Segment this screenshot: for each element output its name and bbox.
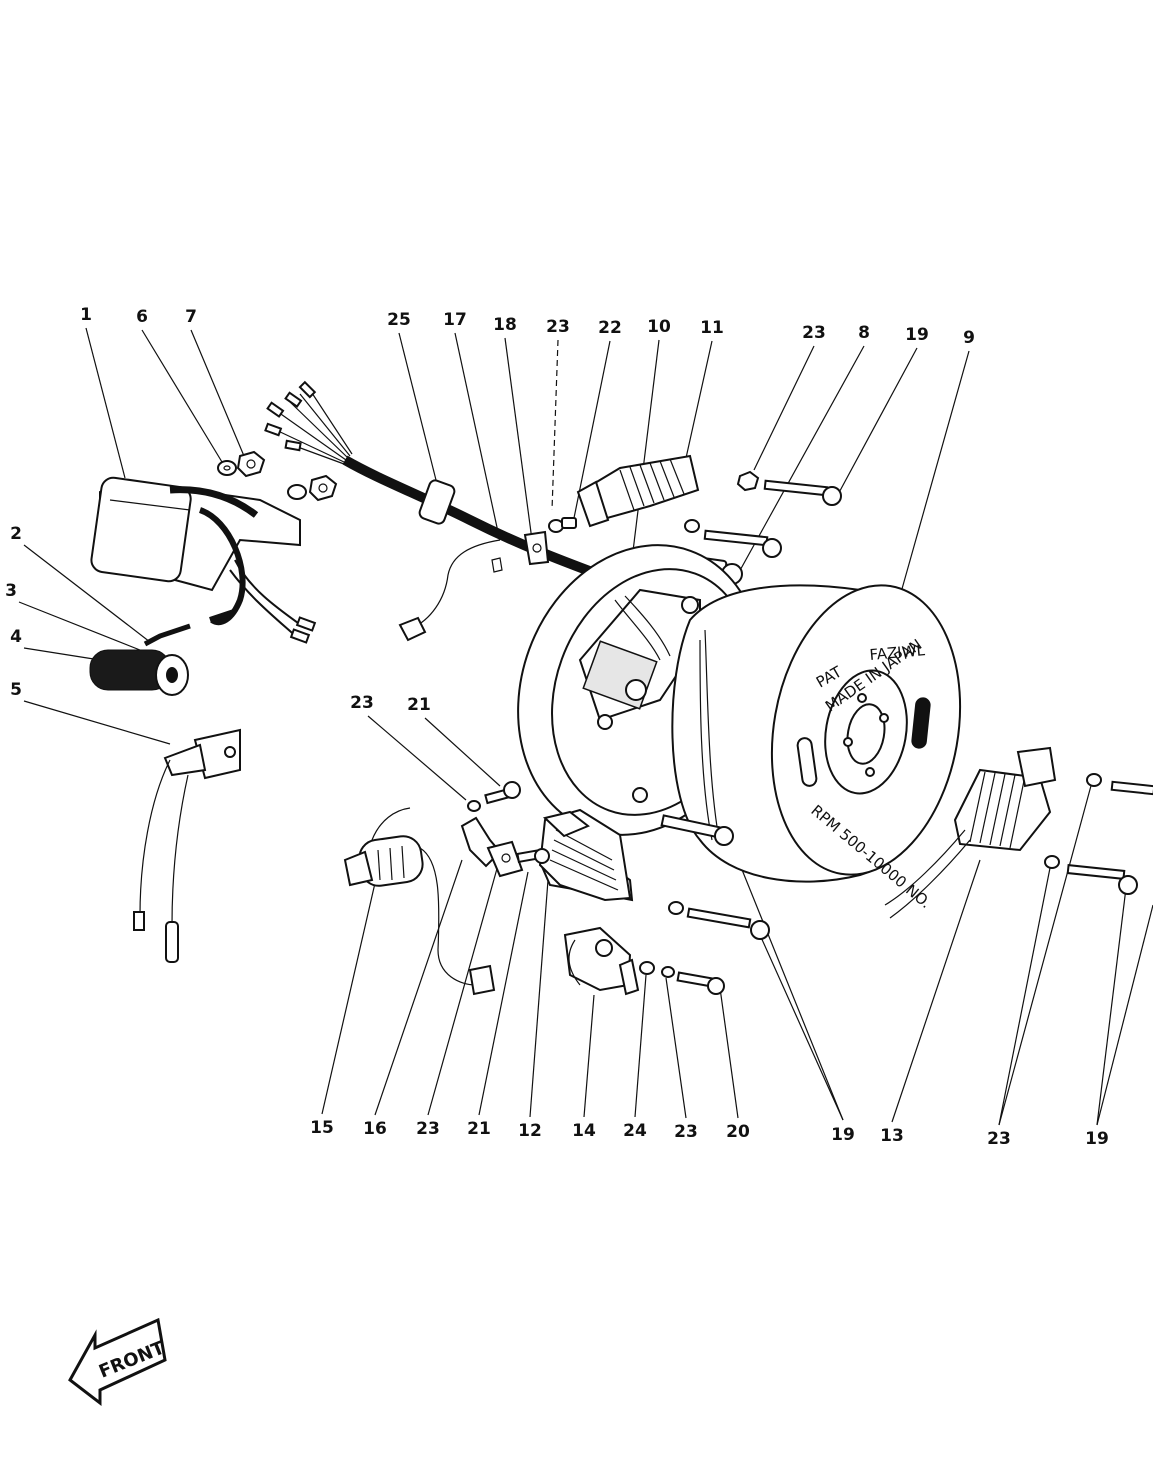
callout-7: 7 [185, 307, 197, 327]
front-arrow: FRONT [68, 1317, 168, 1407]
coil-12 [538, 808, 634, 902]
callout-9: 9 [963, 328, 975, 348]
fasteners-right [1044, 773, 1153, 895]
callout-23d: 23 [416, 1119, 440, 1139]
callout-5: 5 [10, 680, 22, 700]
fasteners-stator-bottom [660, 814, 770, 940]
callout-24: 24 [623, 1121, 647, 1141]
wire-harness [264, 380, 602, 642]
callout-23f: 23 [987, 1129, 1011, 1149]
nut-7 [236, 450, 266, 478]
washer-nut-pair [287, 474, 338, 502]
callout-11: 11 [700, 318, 724, 338]
fasteners-points [639, 961, 725, 995]
flywheel-9: PAT FAZIWL MADE IN JAPAN RPM 500-10000 N… [671, 584, 962, 912]
callout-23c: 23 [350, 693, 374, 713]
callout-6: 6 [136, 307, 148, 327]
coil-11 [576, 454, 700, 528]
ignition-coil [90, 476, 317, 644]
callout-19c: 19 [1085, 1129, 1109, 1149]
callout-16: 16 [363, 1119, 387, 1139]
callouts-mid: 23 21 [350, 693, 431, 715]
callouts-bottom: 15 16 23 21 12 14 24 23 20 19 13 23 19 [310, 1118, 1109, 1149]
callout-22: 22 [598, 318, 622, 338]
screw-22 [548, 517, 577, 533]
callout-23e: 23 [674, 1122, 698, 1142]
callout-8: 8 [858, 323, 870, 343]
callout-3: 3 [5, 581, 17, 601]
condenser-15 [343, 807, 496, 996]
bracket-5 [133, 728, 241, 963]
callout-17: 17 [443, 310, 467, 330]
callout-21b: 21 [467, 1119, 491, 1139]
plug-cap [89, 609, 235, 696]
callout-23b: 23 [802, 323, 826, 343]
callouts-top: 1 6 7 25 17 18 23 22 10 11 23 8 19 9 [80, 305, 975, 348]
callout-2: 2 [10, 524, 22, 544]
callout-13: 13 [880, 1126, 904, 1146]
screw-21-mid [467, 781, 521, 812]
callout-4: 4 [10, 627, 22, 647]
bracket-16 [460, 816, 550, 878]
callout-1: 1 [80, 305, 92, 325]
callout-18: 18 [493, 315, 517, 335]
callouts-left: 2 3 4 5 [5, 524, 22, 700]
washer-6 [217, 460, 237, 476]
callout-19b: 19 [831, 1125, 855, 1145]
leader-lines [18, 327, 1153, 1126]
points-14 [563, 926, 640, 996]
flywheel-brand: FAZIWL [869, 641, 926, 664]
callout-19: 19 [905, 325, 929, 345]
callout-14: 14 [572, 1121, 596, 1141]
callout-20: 20 [726, 1122, 750, 1142]
callout-12: 12 [518, 1121, 542, 1141]
callout-21: 21 [407, 695, 431, 715]
callout-25: 25 [387, 310, 411, 330]
callout-15: 15 [310, 1118, 334, 1138]
callout-10: 10 [647, 317, 671, 337]
coil-13 [884, 746, 1057, 919]
callout-23: 23 [546, 317, 570, 337]
